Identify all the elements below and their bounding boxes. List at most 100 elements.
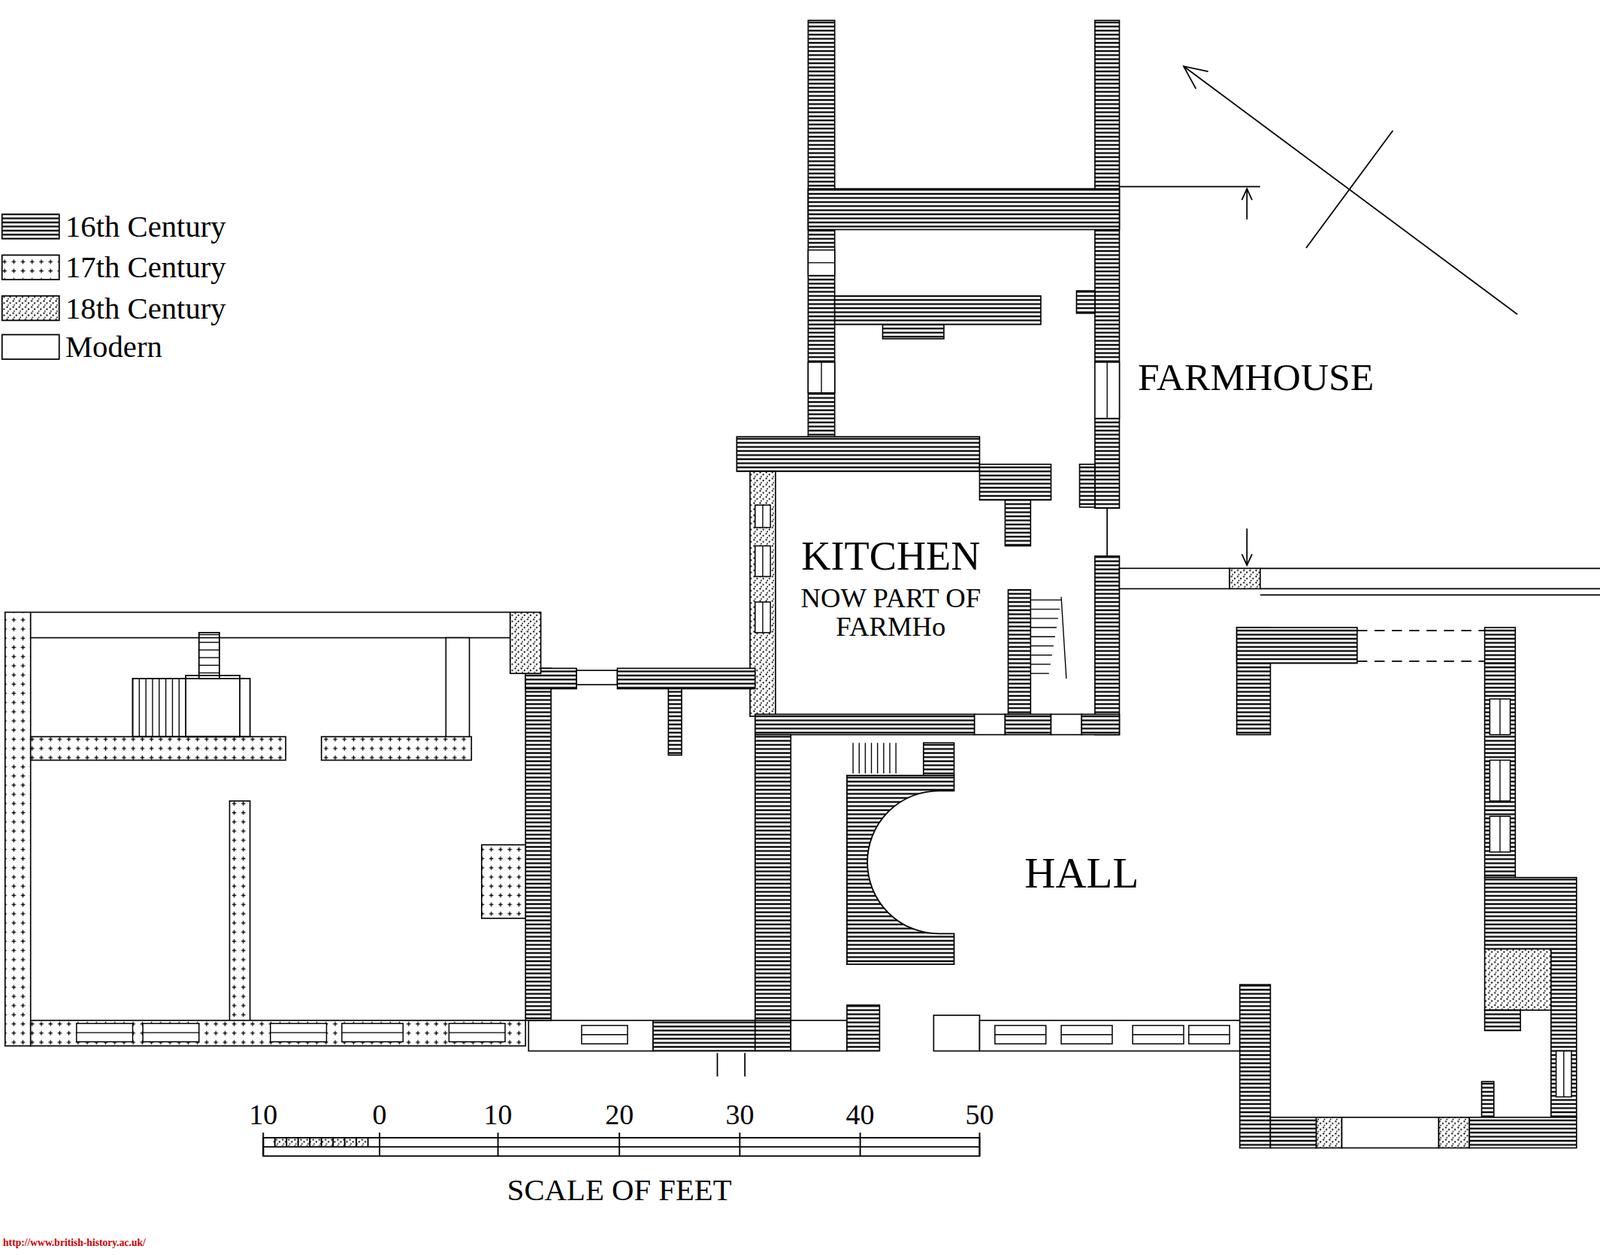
wall-segment xyxy=(481,844,526,919)
window-opening xyxy=(581,1025,628,1044)
stair xyxy=(133,678,251,737)
scale-bar xyxy=(355,1137,357,1147)
window-opening xyxy=(807,362,835,394)
wall-segment xyxy=(974,713,1006,735)
window-opening xyxy=(762,545,763,577)
stair-tread xyxy=(1061,596,1067,679)
scale-bar xyxy=(979,1132,981,1156)
window-opening xyxy=(341,1023,403,1042)
wall-segment xyxy=(1076,290,1095,314)
window-opening xyxy=(142,1023,200,1042)
window-opening xyxy=(995,1025,1047,1044)
wall-segment xyxy=(1485,663,1516,878)
section-arrow xyxy=(1246,190,1248,220)
window-opening xyxy=(448,1031,506,1033)
modern-wall-line xyxy=(1260,588,1600,590)
scale-bar-frame xyxy=(263,1137,980,1156)
window-opening xyxy=(142,1023,200,1042)
wall-segment xyxy=(528,1020,654,1052)
window-opening xyxy=(1094,362,1120,419)
section-arrow-head xyxy=(1241,188,1253,200)
wall-segment xyxy=(846,1004,880,1051)
scale-bar xyxy=(274,1137,276,1147)
window-opening xyxy=(1499,698,1501,735)
window-opening xyxy=(1061,1034,1113,1035)
door-line xyxy=(1106,508,1108,557)
scale-bar xyxy=(262,1132,264,1156)
window-opening xyxy=(755,601,771,633)
scale-bar xyxy=(344,1137,346,1147)
north-arrow-head xyxy=(1183,66,1209,89)
wall-segment xyxy=(525,668,551,1020)
window-opening xyxy=(76,1023,134,1042)
wall-segment xyxy=(1051,713,1083,735)
window-opening xyxy=(1563,1051,1564,1098)
room-name: KITCHEN xyxy=(781,534,1001,578)
wall-segment xyxy=(229,801,251,1021)
wall-segment xyxy=(1481,1081,1494,1118)
window-opening xyxy=(807,250,835,276)
window-opening xyxy=(270,1023,327,1042)
stair-tread xyxy=(178,678,180,737)
room-name: HALL xyxy=(983,850,1180,896)
fireplace xyxy=(846,775,955,965)
tick-mark xyxy=(716,1052,719,1077)
scale-bar xyxy=(367,1137,369,1147)
stair-tread xyxy=(871,742,872,774)
wall-segment xyxy=(979,1020,1240,1052)
wall-segment xyxy=(1485,627,1516,664)
wall-segment xyxy=(755,713,975,735)
scale-number: 50 xyxy=(964,1100,994,1131)
window-opening xyxy=(270,1031,327,1033)
legend-swatch xyxy=(2,334,60,360)
wall-segment xyxy=(790,1020,847,1052)
stair-tread xyxy=(1030,645,1054,647)
stair-tread xyxy=(165,678,167,737)
scale-bar xyxy=(320,1137,323,1147)
wall-segment xyxy=(933,1015,980,1052)
window-opening xyxy=(1499,760,1501,802)
wall-segment xyxy=(1438,1117,1470,1149)
window-opening xyxy=(1489,816,1510,853)
window-opening xyxy=(1061,1025,1113,1044)
window-opening xyxy=(1132,1034,1184,1035)
scale-bar xyxy=(285,1137,288,1147)
window-opening xyxy=(820,362,822,394)
wall-segment xyxy=(834,296,1041,325)
stair-tread xyxy=(895,742,896,774)
stair-tread xyxy=(199,672,220,674)
wall-segment xyxy=(1469,1117,1577,1149)
window-opening xyxy=(1188,1034,1230,1035)
wall-segment xyxy=(1551,949,1577,1118)
window-opening xyxy=(76,1023,134,1042)
scale-bar xyxy=(263,1132,980,1156)
window-opening xyxy=(1556,1051,1572,1098)
wall-segment xyxy=(1004,499,1031,546)
stair-tread xyxy=(883,742,884,774)
wall-segment xyxy=(1094,556,1120,735)
window-opening xyxy=(581,1034,628,1035)
wall-segment xyxy=(653,1020,756,1052)
scale-number: 40 xyxy=(846,1100,875,1131)
window-opening xyxy=(755,505,771,528)
window-opening xyxy=(1061,1025,1113,1044)
stair-tread xyxy=(1030,617,1059,619)
wall-segment xyxy=(617,668,755,689)
wall-segment xyxy=(30,736,286,760)
building-name: FARMHOUSE xyxy=(1137,356,1374,398)
window-opening xyxy=(1132,1025,1184,1044)
wall-segment xyxy=(755,734,792,1021)
wall-segment xyxy=(1081,713,1120,735)
window-opening xyxy=(1094,362,1120,419)
north-arrow-bar xyxy=(1306,130,1393,249)
wall-segment xyxy=(1007,589,1031,715)
window-opening xyxy=(341,1031,403,1033)
north-arrow xyxy=(1183,66,1518,315)
section-arrow-head xyxy=(1241,553,1253,566)
window-opening xyxy=(1106,362,1108,419)
wall-segment xyxy=(1237,627,1358,664)
stair-tread xyxy=(852,742,853,774)
